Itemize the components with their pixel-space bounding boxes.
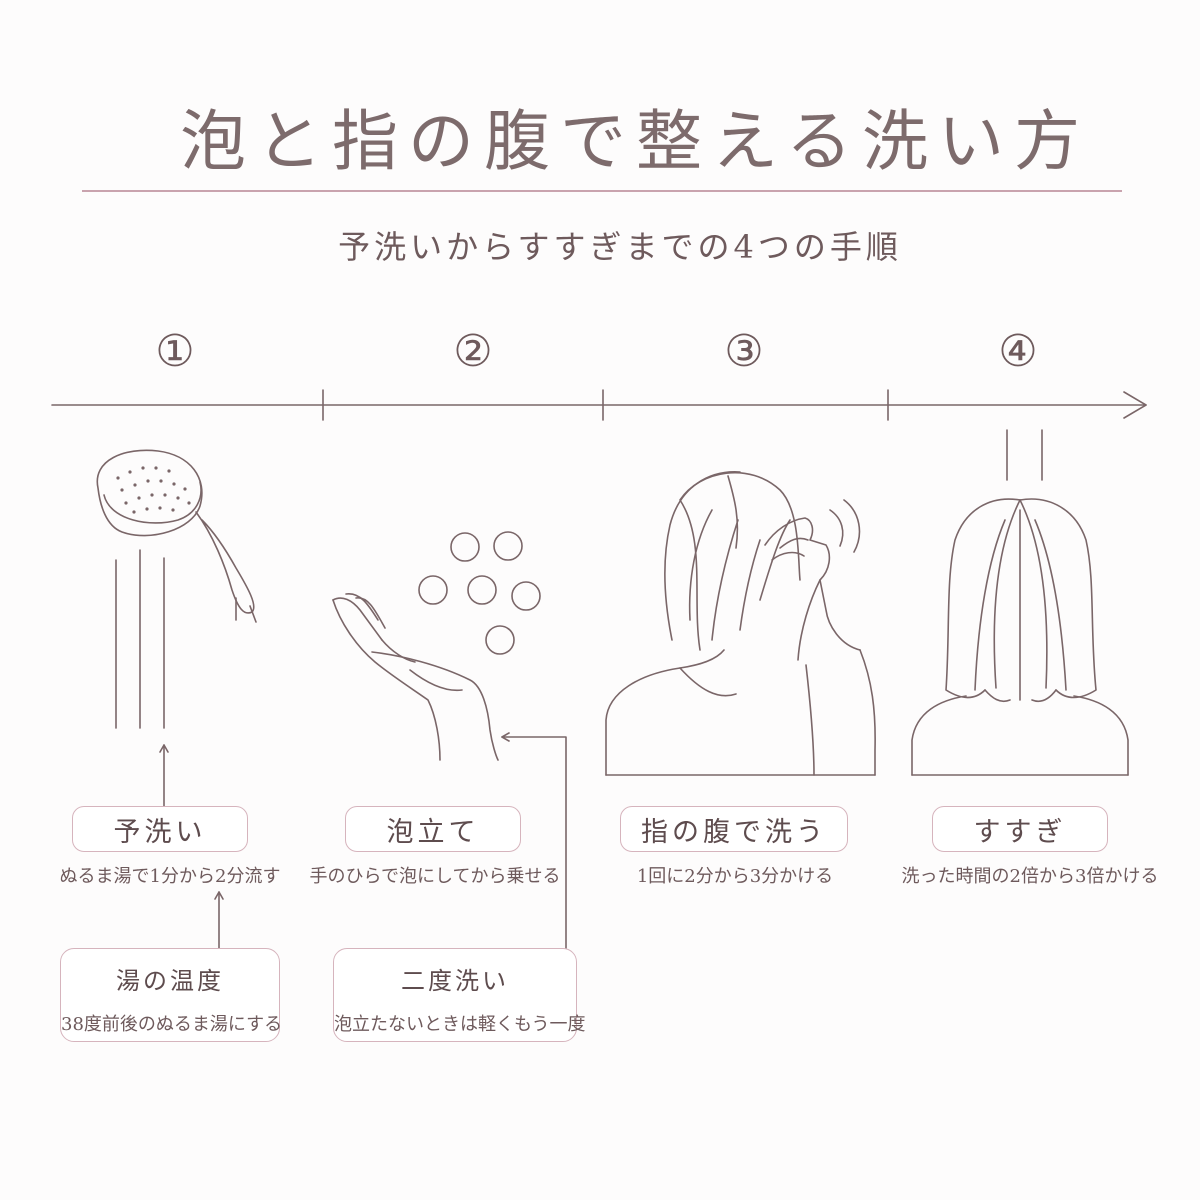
step-4-caption: 洗った時間の2倍から3倍かける [901, 866, 1159, 887]
rinse-hair-icon [911, 429, 1129, 776]
shower-head-icon [96, 449, 257, 809]
connector-arrow [501, 732, 510, 742]
step-2-label: 泡立て [345, 806, 521, 852]
page-subtitle: 予洗いからすすぎまでの4つの手順 [338, 228, 902, 266]
note-title: 湯の温度 [116, 967, 224, 995]
connector-arrow [214, 891, 224, 900]
head-massage-icon [605, 471, 876, 776]
step-4-number: ④ [998, 326, 1038, 377]
note-text: 38度前後のぬるま湯にする [61, 1014, 283, 1035]
note-water-temperature: 湯の温度 38度前後のぬるま湯にする [60, 948, 283, 1042]
timeline [51, 389, 1147, 421]
title-divider [82, 190, 1122, 192]
connector-line [501, 736, 567, 949]
step-1-caption: ぬるま湯で1分から2分流す [59, 866, 281, 887]
step-3-caption: 1回に2分から3分かける [636, 866, 834, 887]
hand-foam-icon [332, 531, 541, 761]
note-title: 二度洗い [401, 967, 509, 995]
step-4-label: すすぎ [932, 806, 1108, 852]
note-second-wash: 二度洗い 泡立たないときは軽くもう一度 [333, 948, 586, 1042]
step-2-caption: 手のひらで泡にしてから乗せる [309, 866, 561, 887]
step-3-label: 指の腹で洗う [620, 806, 848, 852]
page-title: 泡と指の腹で整える洗い方 [179, 103, 1091, 180]
step-2-number: ② [453, 326, 493, 377]
step-1-number: ① [155, 326, 195, 377]
step-1-label: 予洗い [72, 806, 248, 852]
step-3-number: ③ [724, 326, 764, 377]
note-text: 泡立たないときは軽くもう一度 [334, 1014, 586, 1035]
